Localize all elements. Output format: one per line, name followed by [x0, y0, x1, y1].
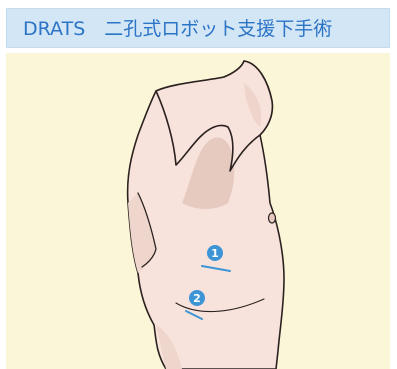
port-number-1: 1: [211, 247, 219, 260]
title-banner: DRATS 二孔式ロボット支援下手術: [6, 8, 390, 48]
nipple: [269, 213, 276, 223]
page-title: DRATS 二孔式ロボット支援下手術: [23, 18, 332, 40]
port-number-2: 2: [193, 292, 201, 305]
torso-illustration: 1 2: [6, 53, 390, 369]
illustration-panel: 1 2: [6, 53, 390, 369]
